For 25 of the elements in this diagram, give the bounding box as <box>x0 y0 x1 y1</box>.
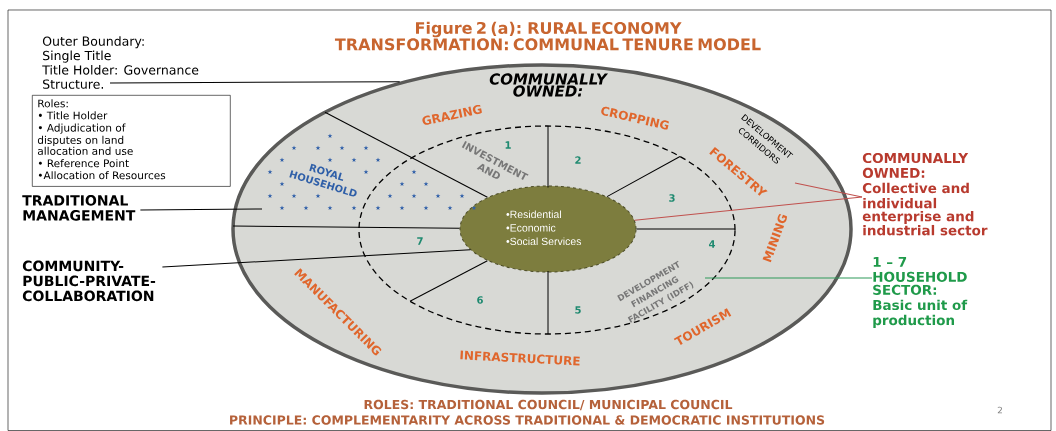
annotation-text: 1 – 7 HOUSEHOLD SECTOR: Basic unit of production <box>873 257 968 328</box>
page-number: 2 <box>997 406 1002 414</box>
title: Figure 2 (a): RURAL ECONOMY TRANSFORMATION: COMMUNAL TENURE MODEL <box>334 21 761 51</box>
sector-label: INFRASTRUCTURE <box>460 350 580 366</box>
footer-text: ROLES: TRADITIONAL COUNCIL/ MUNICIPAL COUNCIL <box>364 399 733 411</box>
sector-number: 6 <box>477 296 483 304</box>
sector-number: 4 <box>709 240 716 248</box>
sector-label: GRAZING <box>422 104 482 125</box>
annotation-text: COMMUNITY-PUBLIC-PRIVATE-COLLABORATION <box>22 260 156 302</box>
annotation-text: Outer Boundary: Single Title Title Holder: Governance Structure. <box>42 36 199 89</box>
footer-text: PRINCIPLE: COMPLEMENTARITY ACROSS TRADITIONAL & DEMOCRATIC INSTITUTIONS <box>230 415 825 425</box>
roles-box: Roles: • Title Holder • Adjudication of disputes on land allocation and use • Reference Point •Allocation of Resources <box>32 95 231 187</box>
sector-number: 5 <box>575 306 581 314</box>
ellipse-heading: COMMUNALLY OWNED: <box>489 73 609 97</box>
leader-line <box>634 196 863 221</box>
leader-line <box>794 182 863 198</box>
leader-line <box>139 208 263 211</box>
leader-line <box>109 81 401 84</box>
sector-number: 7 <box>417 237 423 245</box>
sector-number: 3 <box>669 194 675 202</box>
leader-line <box>161 249 471 268</box>
sector-number: 2 <box>575 156 581 164</box>
annotation-text: COMMUNALLY OWNED: Collective and individual enterprise and industrial sector <box>862 152 988 236</box>
annotation-text: TRADITIONAL MANAGEMENT <box>22 195 136 221</box>
leader-line <box>704 277 873 279</box>
